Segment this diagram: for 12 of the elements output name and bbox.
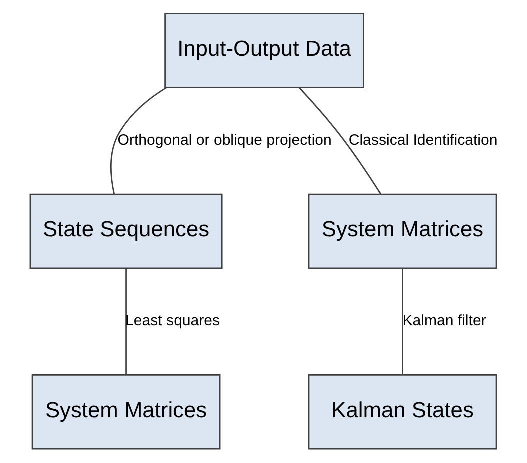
edge-label: Orthogonal or oblique projection: [118, 132, 332, 149]
edge-label: Classical Identification: [348, 132, 498, 149]
node-box: Kalman States: [308, 374, 498, 450]
node-box: System Matrices: [308, 194, 498, 270]
connector: [126, 268, 127, 375]
node-box: Input-Output Data: [164, 13, 364, 88]
node-box: State Sequences: [30, 194, 223, 270]
node-box: System Matrices: [32, 374, 221, 450]
connector: [402, 268, 404, 375]
edge-label: Kalman filter: [402, 312, 486, 330]
connector: [110, 87, 168, 194]
connector: [299, 88, 382, 194]
